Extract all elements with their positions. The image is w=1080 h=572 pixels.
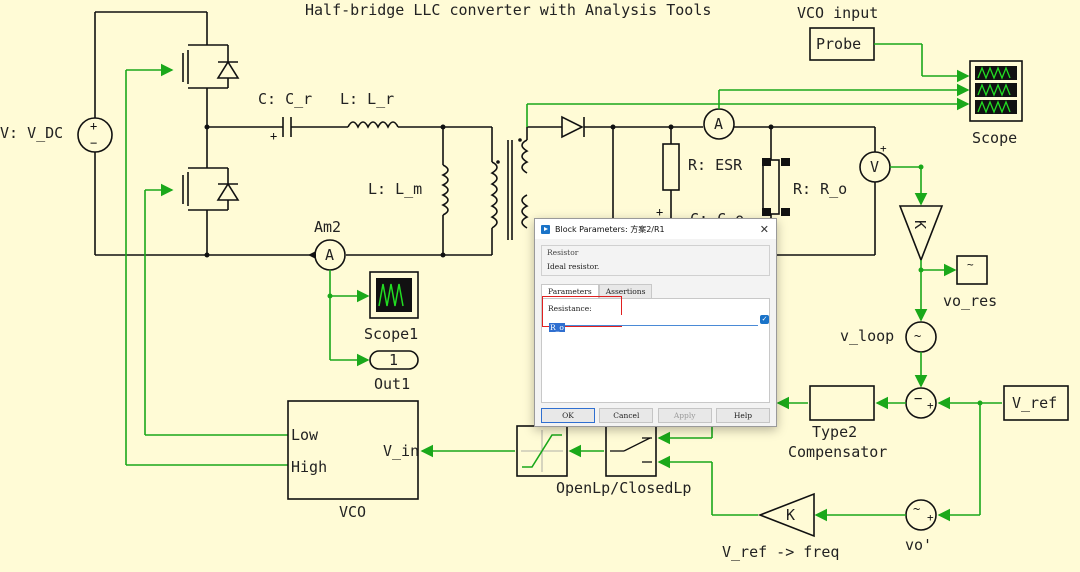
svg-text:+: +: [90, 119, 97, 133]
cr-label: C: C_r: [258, 90, 312, 108]
apply-button[interactable]: Apply: [657, 408, 712, 423]
dc-source[interactable]: + −: [77, 117, 113, 153]
v-loop-source[interactable]: ~: [905, 321, 937, 353]
svg-text:Low: Low: [291, 426, 319, 444]
lm-label: L: L_m: [368, 180, 422, 198]
help-button[interactable]: Help: [715, 408, 770, 423]
openlp-closedlp-switch[interactable]: [605, 425, 657, 477]
block-parameters-dialog[interactable]: Block Parameters: 方案2/R1 ✕ Resistor Idea…: [534, 218, 777, 427]
resistance-label: Resistance:: [548, 304, 592, 313]
inductor-lm[interactable]: [441, 127, 449, 255]
svg-text:−: −: [90, 136, 97, 150]
svg-text:+: +: [270, 129, 277, 143]
ro-label: R: R_o: [793, 180, 847, 198]
transformer[interactable]: [490, 138, 529, 240]
svg-text:−: −: [914, 391, 922, 407]
dialog-buttons: OK Cancel Apply Help: [541, 408, 770, 423]
resistor-ro[interactable]: [762, 158, 790, 216]
diagram-title: Half-bridge LLC converter with Analysis …: [305, 1, 711, 19]
vco-block[interactable]: Low High V_in: [287, 400, 419, 500]
cancel-button[interactable]: Cancel: [599, 408, 654, 423]
svg-text:V: V: [870, 158, 879, 176]
svg-text:K: K: [786, 506, 795, 524]
svg-text:+: +: [656, 205, 663, 219]
vco-input-label: VCO input: [797, 4, 878, 22]
scope-block[interactable]: [969, 60, 1023, 122]
openlp-label: OpenLp/ClosedLp: [556, 479, 691, 497]
lr-label: L: L_r: [340, 90, 394, 108]
highlight-box: [542, 296, 622, 327]
output-ammeter[interactable]: A: [703, 108, 735, 140]
type2-compensator-block[interactable]: [809, 385, 875, 421]
capacitor-cr[interactable]: +: [270, 117, 292, 143]
type2-label: Type2: [812, 423, 857, 441]
simulink-icon: [541, 224, 550, 234]
diode[interactable]: [561, 115, 585, 139]
resistance-input[interactable]: R_o: [549, 315, 758, 332]
scope1-label: Scope1: [364, 325, 418, 343]
dialog-titlebar[interactable]: Block Parameters: 方案2/R1 ✕: [535, 219, 776, 239]
ok-button[interactable]: OK: [541, 408, 595, 423]
am2-label: Am2: [314, 218, 341, 236]
vref-freq-gain[interactable]: K: [757, 492, 815, 538]
inductor-lr[interactable]: [347, 121, 399, 129]
vref-freq-label: V_ref -> freq: [722, 543, 839, 561]
svg-text:High: High: [291, 458, 327, 476]
esr-label: R: ESR: [688, 156, 743, 174]
vo-res-port[interactable]: ~: [956, 255, 988, 285]
vo-res-label: vo_res: [943, 292, 997, 310]
vco-label: VCO: [339, 503, 366, 521]
group-title: Resistor: [547, 248, 579, 257]
svg-text:V_ref: V_ref: [1012, 394, 1057, 412]
tab-parameters[interactable]: Parameters: [541, 284, 599, 298]
feedback-gain[interactable]: K: [898, 205, 944, 263]
mosfet-high[interactable]: [182, 12, 240, 127]
sum-block[interactable]: − +: [905, 387, 937, 419]
vref-block[interactable]: V_ref: [1003, 385, 1069, 421]
svg-text:+: +: [927, 511, 934, 524]
compensator-label: Compensator: [788, 443, 887, 461]
svg-text:A: A: [325, 246, 334, 264]
block-description: Ideal resistor.: [547, 262, 600, 271]
svg-text:~: ~: [914, 329, 921, 343]
svg-text:Probe: Probe: [816, 35, 861, 53]
parameters-panel: Resistance: R_o ✓: [541, 296, 770, 403]
probe-block[interactable]: Probe: [809, 27, 875, 61]
tab-assertions[interactable]: Assertions: [598, 284, 653, 298]
svg-text:1: 1: [389, 351, 398, 369]
svg-text:+: +: [880, 142, 887, 155]
mosfet-low[interactable]: [182, 127, 240, 255]
check-icon[interactable]: ✓: [760, 315, 769, 324]
v-loop-label: v_loop: [840, 327, 894, 345]
svg-text:~: ~: [913, 502, 920, 516]
svg-text:K: K: [911, 220, 929, 229]
out1-port[interactable]: 1: [369, 350, 419, 370]
scope-label: Scope: [972, 129, 1017, 147]
svg-text:A: A: [714, 115, 723, 133]
ammeter-am2[interactable]: A: [314, 239, 346, 271]
description-group: Resistor Ideal resistor.: [541, 245, 770, 276]
vdc-label: V: V_DC: [0, 124, 63, 142]
vo-prime-sum[interactable]: ~ +: [905, 499, 937, 531]
svg-text:~: ~: [967, 258, 974, 271]
svg-text:V_in: V_in: [383, 442, 419, 460]
resistance-value: R_o: [549, 323, 565, 332]
dialog-title: Block Parameters: 方案2/R1: [555, 224, 665, 234]
svg-text:+: +: [927, 399, 934, 412]
saturation-block[interactable]: [516, 425, 568, 477]
resistor-esr[interactable]: [662, 143, 680, 191]
vo-prime-label: vo': [905, 536, 932, 554]
scope1-block[interactable]: [369, 271, 419, 319]
close-icon[interactable]: ✕: [759, 222, 769, 236]
out1-label: Out1: [374, 375, 410, 393]
dialog-tabs: Parameters Assertions: [541, 284, 770, 298]
